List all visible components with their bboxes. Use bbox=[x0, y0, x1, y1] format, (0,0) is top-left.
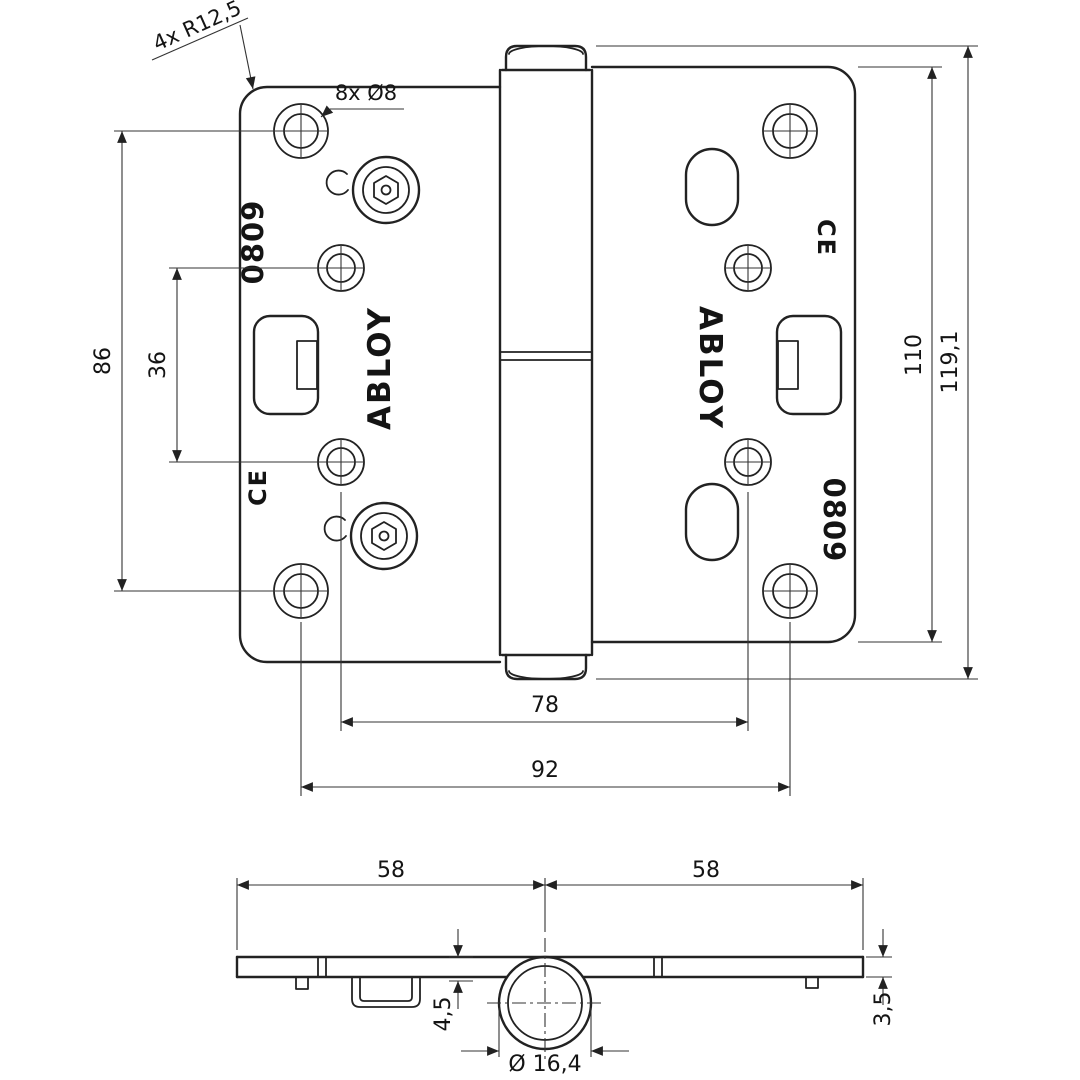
hole-spec-label: 8x Ø8 bbox=[335, 81, 397, 105]
dim-110-label: 110 bbox=[902, 334, 927, 376]
right-leaf-outline bbox=[590, 65, 857, 644]
dimension-3-5: 3,5 bbox=[866, 929, 896, 1027]
ce-mark-left: CE bbox=[244, 468, 272, 506]
dimension-119-1: 119,1 bbox=[596, 45, 978, 680]
dimension-86: 86 bbox=[91, 130, 283, 592]
brand-right: ABLOY bbox=[692, 306, 728, 430]
dimension-58-right: 58 bbox=[545, 858, 864, 950]
dim-119-1-label: 119,1 bbox=[938, 331, 963, 394]
dimension-36: 36 bbox=[146, 267, 325, 463]
dimension-58-left: 58 bbox=[236, 858, 546, 950]
plan-plates bbox=[235, 955, 865, 1008]
model-number-left: 0809 bbox=[236, 200, 270, 285]
dim-86-label: 86 bbox=[91, 347, 116, 375]
dimension-92: 92 bbox=[300, 622, 791, 796]
dimension-78: 78 bbox=[340, 492, 749, 731]
side-slot-left bbox=[252, 314, 320, 416]
dim-92-label: 92 bbox=[531, 758, 559, 783]
adjustment-bolt-bottom bbox=[323, 501, 419, 571]
oval-slot-bottom bbox=[684, 482, 740, 562]
screw-hole-top-right bbox=[762, 103, 818, 159]
model-number-right: 0809 bbox=[817, 478, 851, 563]
top-view: 58 58 4,5 3,5 bbox=[235, 858, 896, 1077]
note-hole-spec: 8x Ø8 bbox=[320, 81, 404, 118]
hinge-barrel bbox=[498, 44, 594, 681]
dim-36-label: 36 bbox=[146, 351, 171, 379]
dim-58-left-label: 58 bbox=[377, 858, 405, 883]
plan-knuckle bbox=[487, 938, 603, 1062]
brand-left: ABLOY bbox=[362, 306, 398, 430]
front-view: 0809 ABLOY CE ABLOY 0809 CE 4x R12,5 8x … bbox=[91, 0, 978, 796]
note-corner-radius: 4x R12,5 bbox=[149, 0, 256, 90]
corner-radius-label: 4x R12,5 bbox=[149, 0, 244, 56]
dimension-4-5: 4,5 bbox=[431, 929, 473, 1032]
dimension-110: 110 bbox=[858, 66, 942, 643]
ce-mark-right: CE bbox=[812, 219, 840, 257]
oval-slot-top bbox=[684, 147, 740, 227]
plan-clip-right bbox=[805, 976, 819, 989]
plan-clip-left bbox=[295, 976, 309, 990]
dim-58-right-label: 58 bbox=[692, 858, 720, 883]
dim-3-5-label: 3,5 bbox=[871, 992, 896, 1027]
dim-78-label: 78 bbox=[531, 693, 559, 718]
side-slot-right bbox=[775, 314, 843, 416]
adjustment-bolt-top bbox=[325, 155, 421, 225]
screw-hole-bottom-right bbox=[762, 563, 818, 619]
inner-hole-right-lower bbox=[724, 438, 772, 486]
inner-hole-right-upper bbox=[724, 244, 772, 292]
dim-diameter-label: Ø 16,4 bbox=[508, 1052, 581, 1077]
plan-adjuster-housing bbox=[351, 976, 421, 1008]
dim-4-5-label: 4,5 bbox=[431, 997, 456, 1032]
left-leaf-outline bbox=[238, 85, 502, 664]
dimension-knuckle-diameter: Ø 16,4 bbox=[461, 1008, 629, 1077]
retaining-hook-bottom bbox=[323, 515, 347, 542]
retaining-hook-top bbox=[325, 169, 349, 196]
screw-hole-bottom-left bbox=[273, 563, 329, 619]
